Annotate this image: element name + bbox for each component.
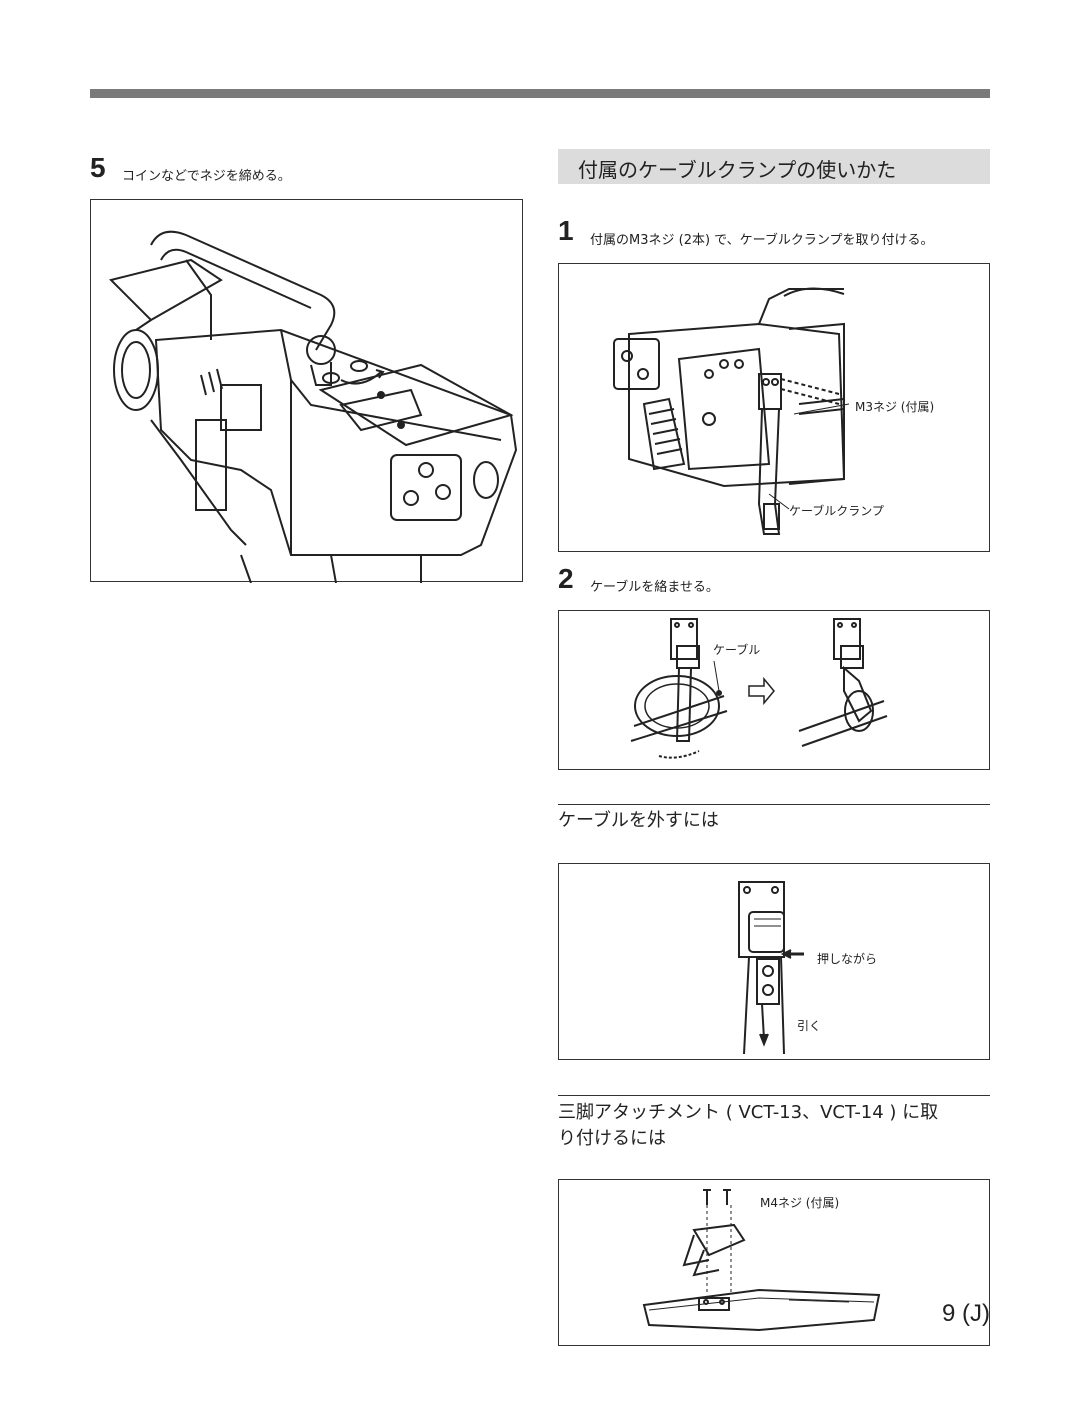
cable-clamp-label: ケーブルクランプ — [789, 504, 884, 518]
cable-wrap-illustration: ケーブル — [558, 610, 990, 770]
tripod-heading-line1: 三脚アタッチメント ( VCT-13、VCT-14 ) に取 — [558, 1102, 939, 1123]
step-5-number: 5 — [90, 152, 106, 183]
remove-heading-rule — [558, 804, 990, 805]
tripod-heading-rule — [558, 1095, 990, 1096]
step-1-number: 1 — [558, 215, 574, 246]
page-number: 9 (J) — [942, 1300, 990, 1327]
cable-clamp-mount-illustration: M3ネジ (付属) ケーブルクランプ — [558, 263, 990, 552]
top-rule — [90, 89, 990, 98]
pull-label: 引く — [797, 1019, 822, 1033]
m4-screw-label: M4ネジ (付属) — [760, 1196, 840, 1210]
step-2-text: ケーブルを絡ませる。 — [590, 580, 719, 595]
section-heading: 付属のケーブルクランプの使いかた — [558, 149, 990, 184]
tripod-attachment-illustration: M4ネジ (付属) — [558, 1179, 990, 1346]
section-title: 付属のケーブルクランプの使いかた — [578, 158, 897, 182]
cable-remove-illustration: 押しながら 引く — [558, 863, 990, 1060]
tripod-heading-line2: り付けるには — [558, 1128, 666, 1149]
push-label: 押しながら — [817, 952, 878, 966]
remove-heading: ケーブルを外すには — [558, 810, 719, 831]
step-2-number: 2 — [558, 563, 574, 594]
step-5-text: コインなどでネジを締める。 — [122, 169, 291, 184]
step-1-text: 付属のM3ネジ (2本) で、ケーブルクランプを取り付ける。 — [590, 233, 934, 248]
cable-label: ケーブル — [713, 643, 761, 657]
camera-screw-illustration — [90, 199, 523, 583]
m3-screw-label: M3ネジ (付属) — [855, 400, 935, 414]
